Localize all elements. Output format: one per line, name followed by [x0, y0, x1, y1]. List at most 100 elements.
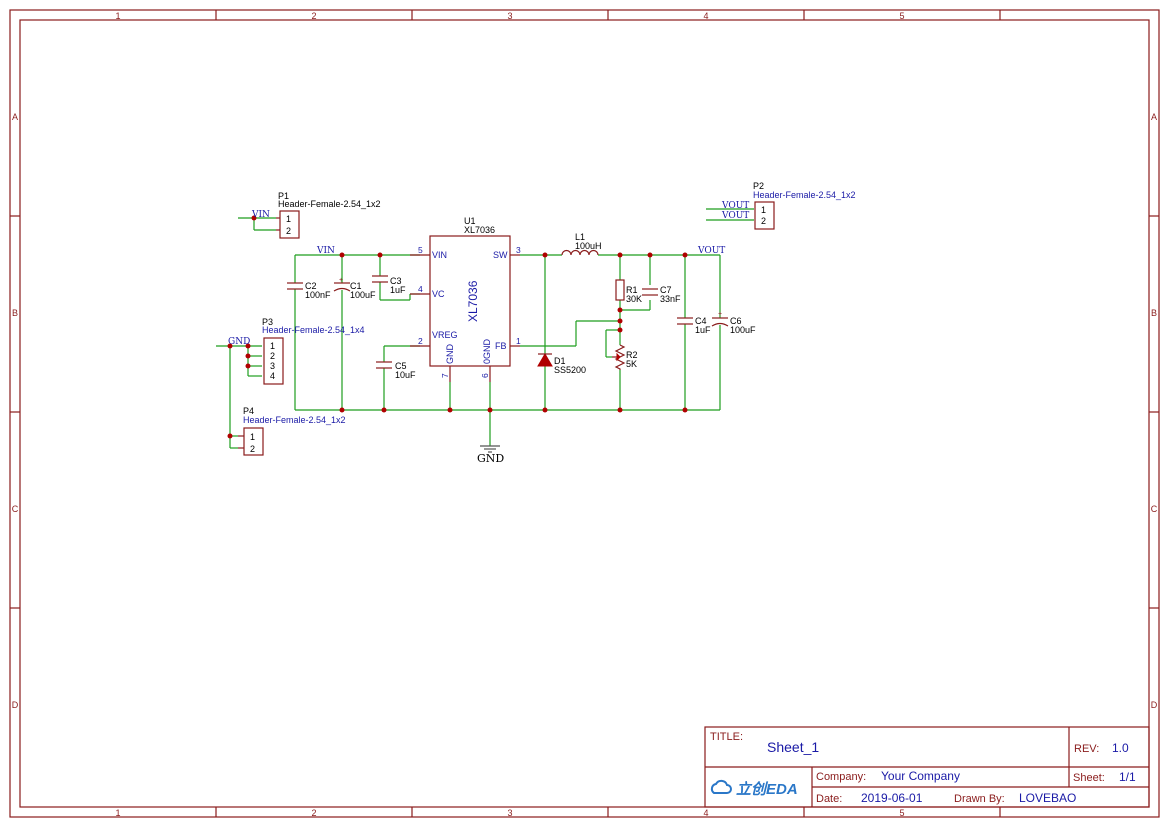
u1-name: XL7036	[466, 280, 480, 322]
net-label-vin: VIN	[251, 210, 270, 220]
frame-row-label: A	[12, 112, 18, 122]
frame-row-label: A	[1151, 112, 1157, 122]
u1-pin-vc: VC	[432, 289, 445, 299]
l1-ref: L1	[575, 232, 585, 242]
drawn-by-value: LOVEBAO	[1019, 791, 1076, 805]
u1-pin-fb: FB	[495, 341, 507, 351]
ic-u1: U1 XL7036 XL7036 VIN VC VREG SW FB GND 0…	[410, 216, 521, 382]
sheet-label: Sheet:	[1073, 772, 1105, 784]
frame-row-label: B	[1151, 308, 1157, 318]
frame-row-label: B	[12, 308, 18, 318]
capacitor-c3: C3 1uF	[372, 275, 406, 295]
p1-value: Header-Female-2.54_1x2	[278, 199, 381, 209]
resistor-r1: R1 30K	[615, 279, 642, 304]
frame-col-label: 3	[507, 11, 512, 21]
diode-d1: D1 SS5200	[537, 353, 586, 375]
p4-value: Header-Female-2.54_1x2	[243, 415, 346, 425]
c5-ref: C5	[395, 361, 407, 371]
frame-row-label: C	[1151, 504, 1158, 514]
c5-value: 10uF	[395, 370, 416, 380]
u1-pinnum-ogna: 6	[480, 373, 490, 378]
capacitor-c1: + C1 100uF	[333, 277, 376, 300]
c3-value: 1uF	[390, 285, 406, 295]
frame-col-label: 5	[899, 808, 904, 818]
frame-col-label: 2	[311, 11, 316, 21]
title-block: TITLE: Sheet_1 REV: 1.0 立创EDA Company: Y…	[704, 726, 1150, 808]
frame-row-label: D	[1151, 700, 1158, 710]
u1-pin-ogna: 0GND	[482, 338, 492, 364]
frame-col-label: 1	[115, 808, 120, 818]
capacitor-c4: C4 1uF	[677, 316, 711, 335]
c6-value: 100uF	[730, 325, 756, 335]
net-label-vin: VIN	[316, 246, 335, 256]
p1-pin: 2	[286, 226, 291, 236]
d1-ref: D1	[554, 356, 566, 366]
header-p2: P2 Header-Female-2.54_1x2 1 2	[753, 181, 856, 230]
c3-ref: C3	[390, 276, 402, 286]
p3-ref: P3	[262, 317, 273, 327]
drawing-frame: 1 2 3 4 5 1 2 3 4 5 A B C D A B C D	[9, 9, 1160, 818]
net-label-vout: VOUT	[697, 246, 725, 256]
c1-ref: C1	[350, 281, 362, 291]
frame-col-label: 4	[703, 11, 708, 21]
date-label: Date:	[816, 793, 842, 805]
c6-ref: C6	[730, 316, 742, 326]
p3-pin: 4	[270, 371, 275, 381]
l1-value: 100uH	[575, 241, 602, 251]
u1-pin-vin: VIN	[432, 250, 447, 260]
rev-label: REV:	[1074, 743, 1099, 755]
c4-ref: C4	[695, 316, 707, 326]
p2-pin: 2	[761, 216, 766, 226]
lceda-logo: 立创EDA	[736, 780, 798, 798]
p4-pin: 2	[250, 444, 255, 454]
c2-ref: C2	[305, 281, 317, 291]
r1-value: 30K	[626, 294, 642, 304]
junctions	[227, 215, 688, 439]
header-p1: P1 Header-Female-2.54_1x2 1 2	[276, 191, 381, 239]
net-label-gnd: GND	[228, 337, 250, 347]
frame-col-label: 3	[507, 808, 512, 818]
plus-icon: +	[718, 311, 722, 318]
p1-pin: 1	[286, 214, 291, 224]
u1-pinnum-gnd: 7	[440, 373, 450, 378]
r1-ref: R1	[626, 285, 638, 295]
plus-icon: +	[339, 277, 343, 284]
company-label: Company:	[816, 771, 866, 783]
p2-pin: 1	[761, 205, 766, 215]
company-value: Your Company	[881, 769, 960, 783]
p4-ref: P4	[243, 406, 254, 416]
c1-value: 100uF	[350, 290, 376, 300]
c7-ref: C7	[660, 285, 672, 295]
u1-pinnum-vreg: 2	[418, 336, 423, 346]
c2-value: 100nF	[305, 290, 331, 300]
frame-col-label: 5	[899, 11, 904, 21]
frame-col-label: 4	[703, 808, 708, 818]
frame-col-label: 2	[311, 808, 316, 818]
p3-pin: 1	[270, 341, 275, 351]
u1-ref: U1	[464, 216, 476, 226]
header-p3: P3 Header-Female-2.54_1x4 1 2 3 4	[262, 317, 365, 385]
capacitor-c2: C2 100nF	[287, 281, 331, 300]
p3-pin: 3	[270, 361, 275, 371]
net-label-vout: VOUT	[721, 201, 749, 211]
capacitor-c5: C5 10uF	[376, 361, 416, 380]
u1-pin-gnd: GND	[445, 344, 455, 365]
capacitor-c7: C7 33nF	[642, 285, 681, 304]
u1-value: XL7036	[464, 225, 495, 235]
title-label: TITLE:	[710, 731, 743, 743]
u1-pinnum-fb: 1	[516, 336, 521, 346]
gnd-label: GND	[477, 452, 504, 465]
c4-value: 1uF	[695, 325, 711, 335]
drawn-by-label: Drawn By:	[954, 793, 1005, 805]
p1-ref: P1	[278, 191, 289, 201]
u1-pinnum-vin: 5	[418, 245, 423, 255]
u1-pinnum-sw: 3	[516, 245, 521, 255]
rev-value: 1.0	[1112, 741, 1129, 755]
net-label-vout: VOUT	[721, 211, 749, 221]
d1-value: SS5200	[554, 365, 586, 375]
frame-row-label: C	[12, 504, 19, 514]
p2-ref: P2	[753, 181, 764, 191]
r2-value: 5K	[626, 359, 637, 369]
frame-row-label: D	[12, 700, 19, 710]
capacitor-c6: + C6 100uF	[711, 311, 756, 335]
